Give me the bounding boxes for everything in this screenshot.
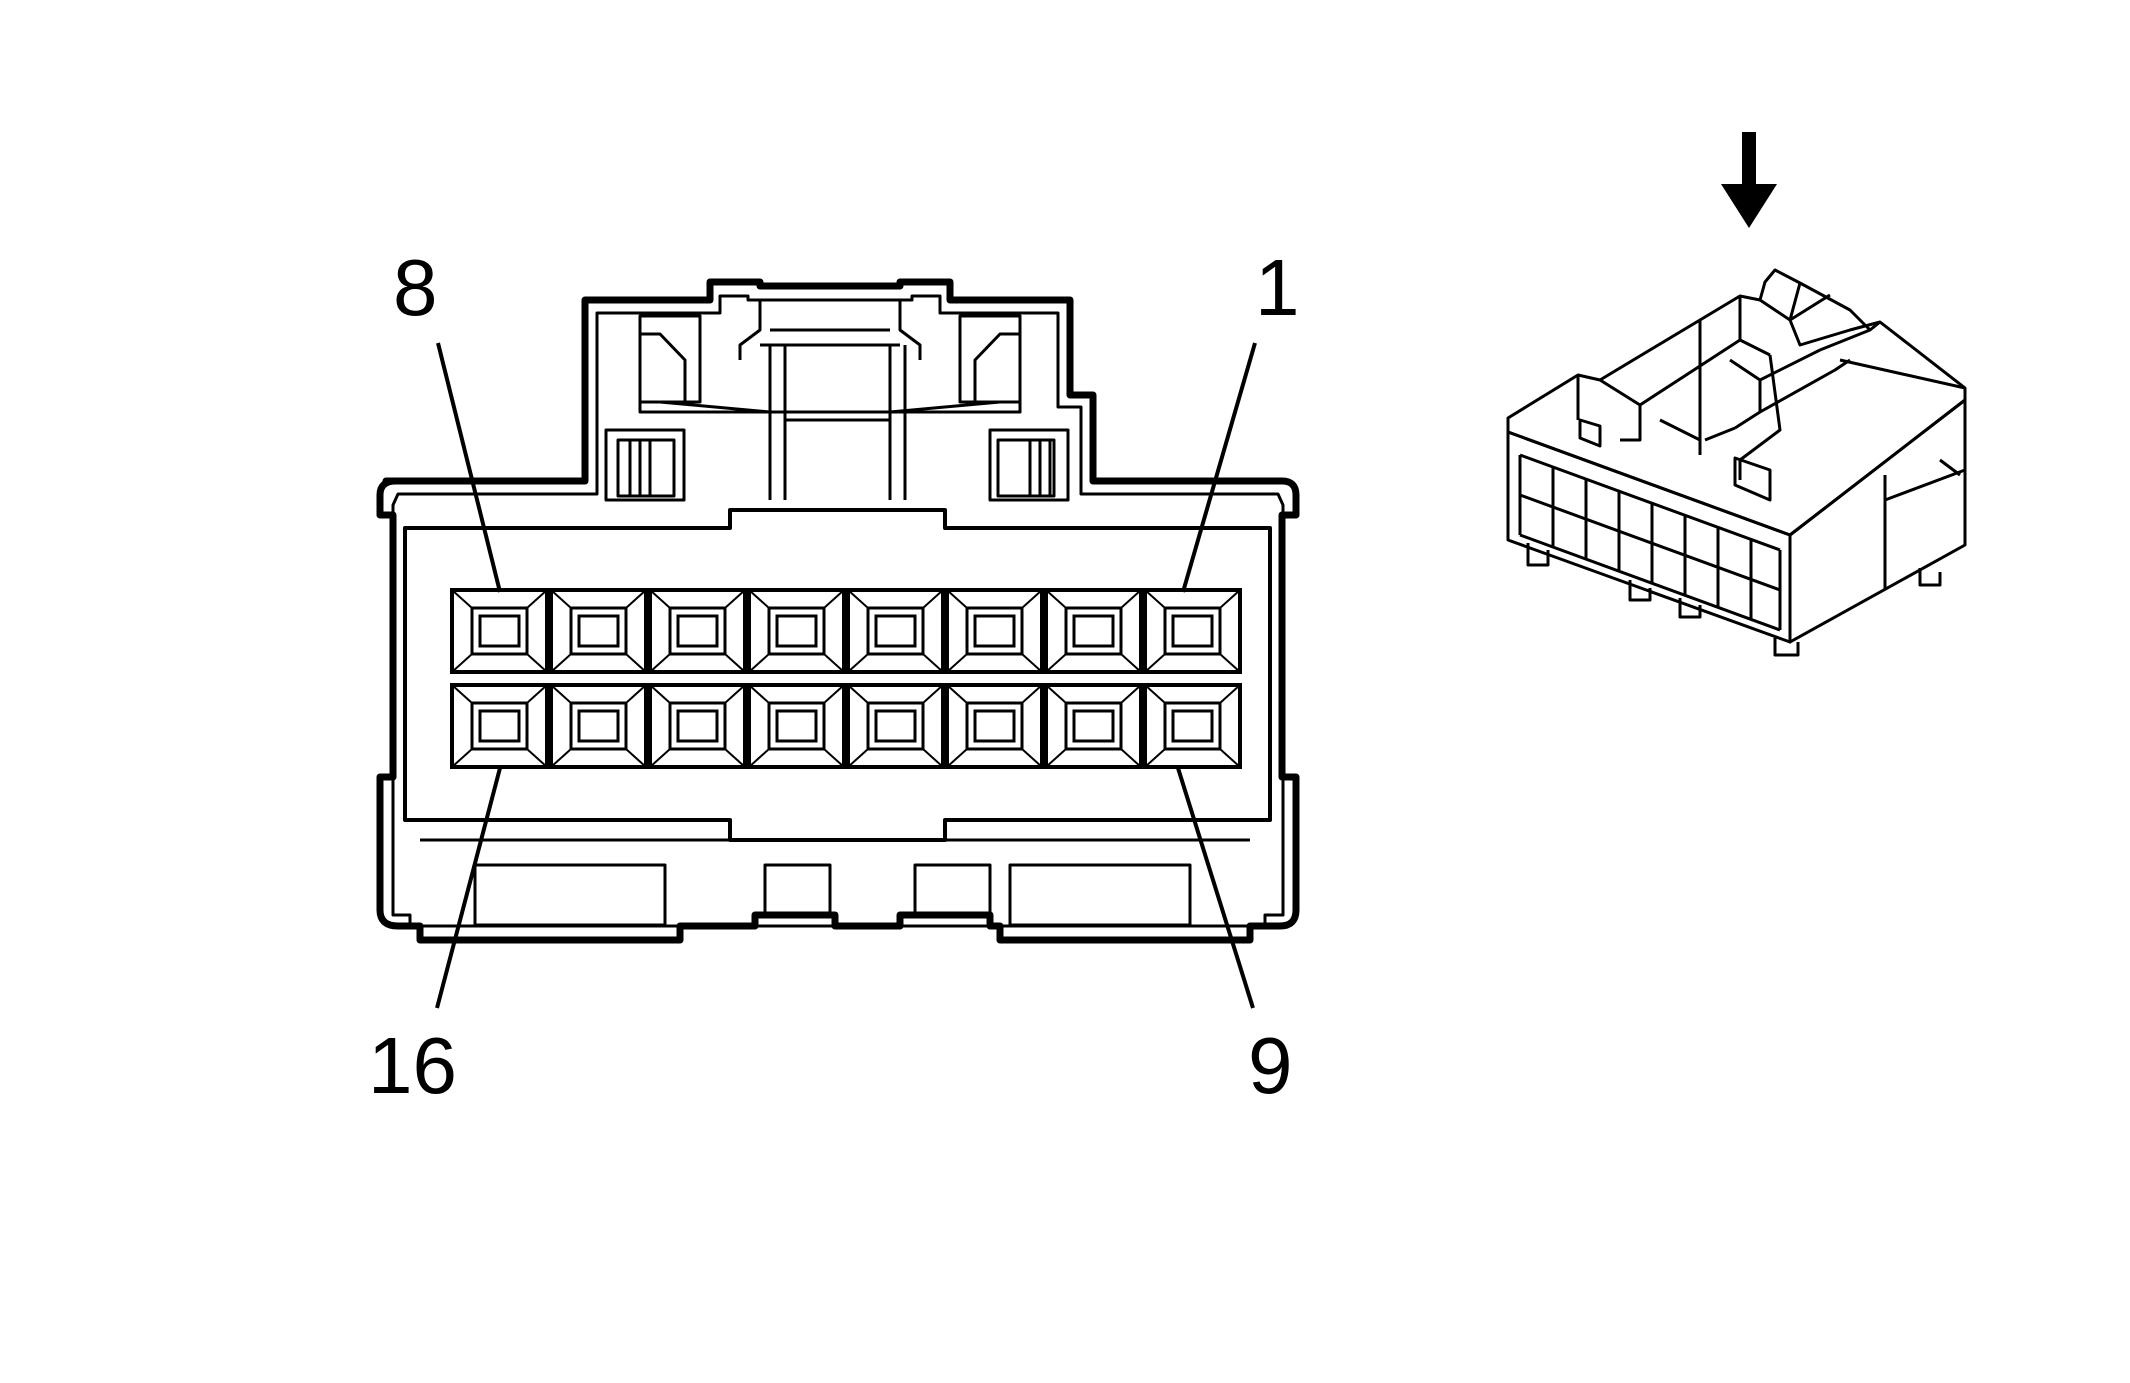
connector-face-view: [376, 278, 1300, 944]
latch-window-left: [604, 428, 686, 502]
pin-leader-lines: [435, 342, 1257, 1009]
latch-detail: [638, 300, 1022, 500]
connector-housing-inner-outline: [391, 294, 1285, 928]
cavity-pin-9: [1143, 683, 1242, 769]
latch-window-right: [988, 428, 1070, 502]
connector-isometric-view: [1506, 268, 1967, 657]
cavity-panel-outline: [403, 508, 1272, 842]
cavity-pin-5: [747, 588, 846, 674]
cavity-pin-15: [549, 683, 648, 769]
cavity-pin-8: [450, 588, 549, 674]
cavity-pin-11: [945, 683, 1044, 769]
pin-label-1: 1: [1255, 243, 1300, 332]
cavity-pin-7: [549, 588, 648, 674]
cavity-pin-10: [1044, 683, 1143, 769]
pin-label-9: 9: [1248, 1021, 1293, 1110]
leader-line-pin-1: [1181, 342, 1257, 593]
pin-label-8: 8: [393, 243, 438, 332]
cavity-pin-12: [846, 683, 945, 769]
leader-line-pin-9: [1176, 767, 1255, 1009]
leader-line-pin-8: [436, 342, 502, 593]
housing-feet: [420, 838, 1250, 927]
cavity-pin-4: [846, 588, 945, 674]
cavity-pin-16: [450, 683, 549, 769]
cavity-pin-14: [648, 683, 747, 769]
cavity-pin-3: [945, 588, 1044, 674]
leader-line-pin-16: [435, 767, 502, 1009]
cavity-pin-1: [1143, 588, 1242, 674]
cavity-pin-2: [1044, 588, 1143, 674]
cavity-grid: [450, 588, 1242, 769]
pin-label-16: 16: [368, 1021, 457, 1110]
cavity-pin-6: [648, 588, 747, 674]
down-arrow-icon: [1721, 132, 1777, 228]
cavity-pin-13: [747, 683, 846, 769]
